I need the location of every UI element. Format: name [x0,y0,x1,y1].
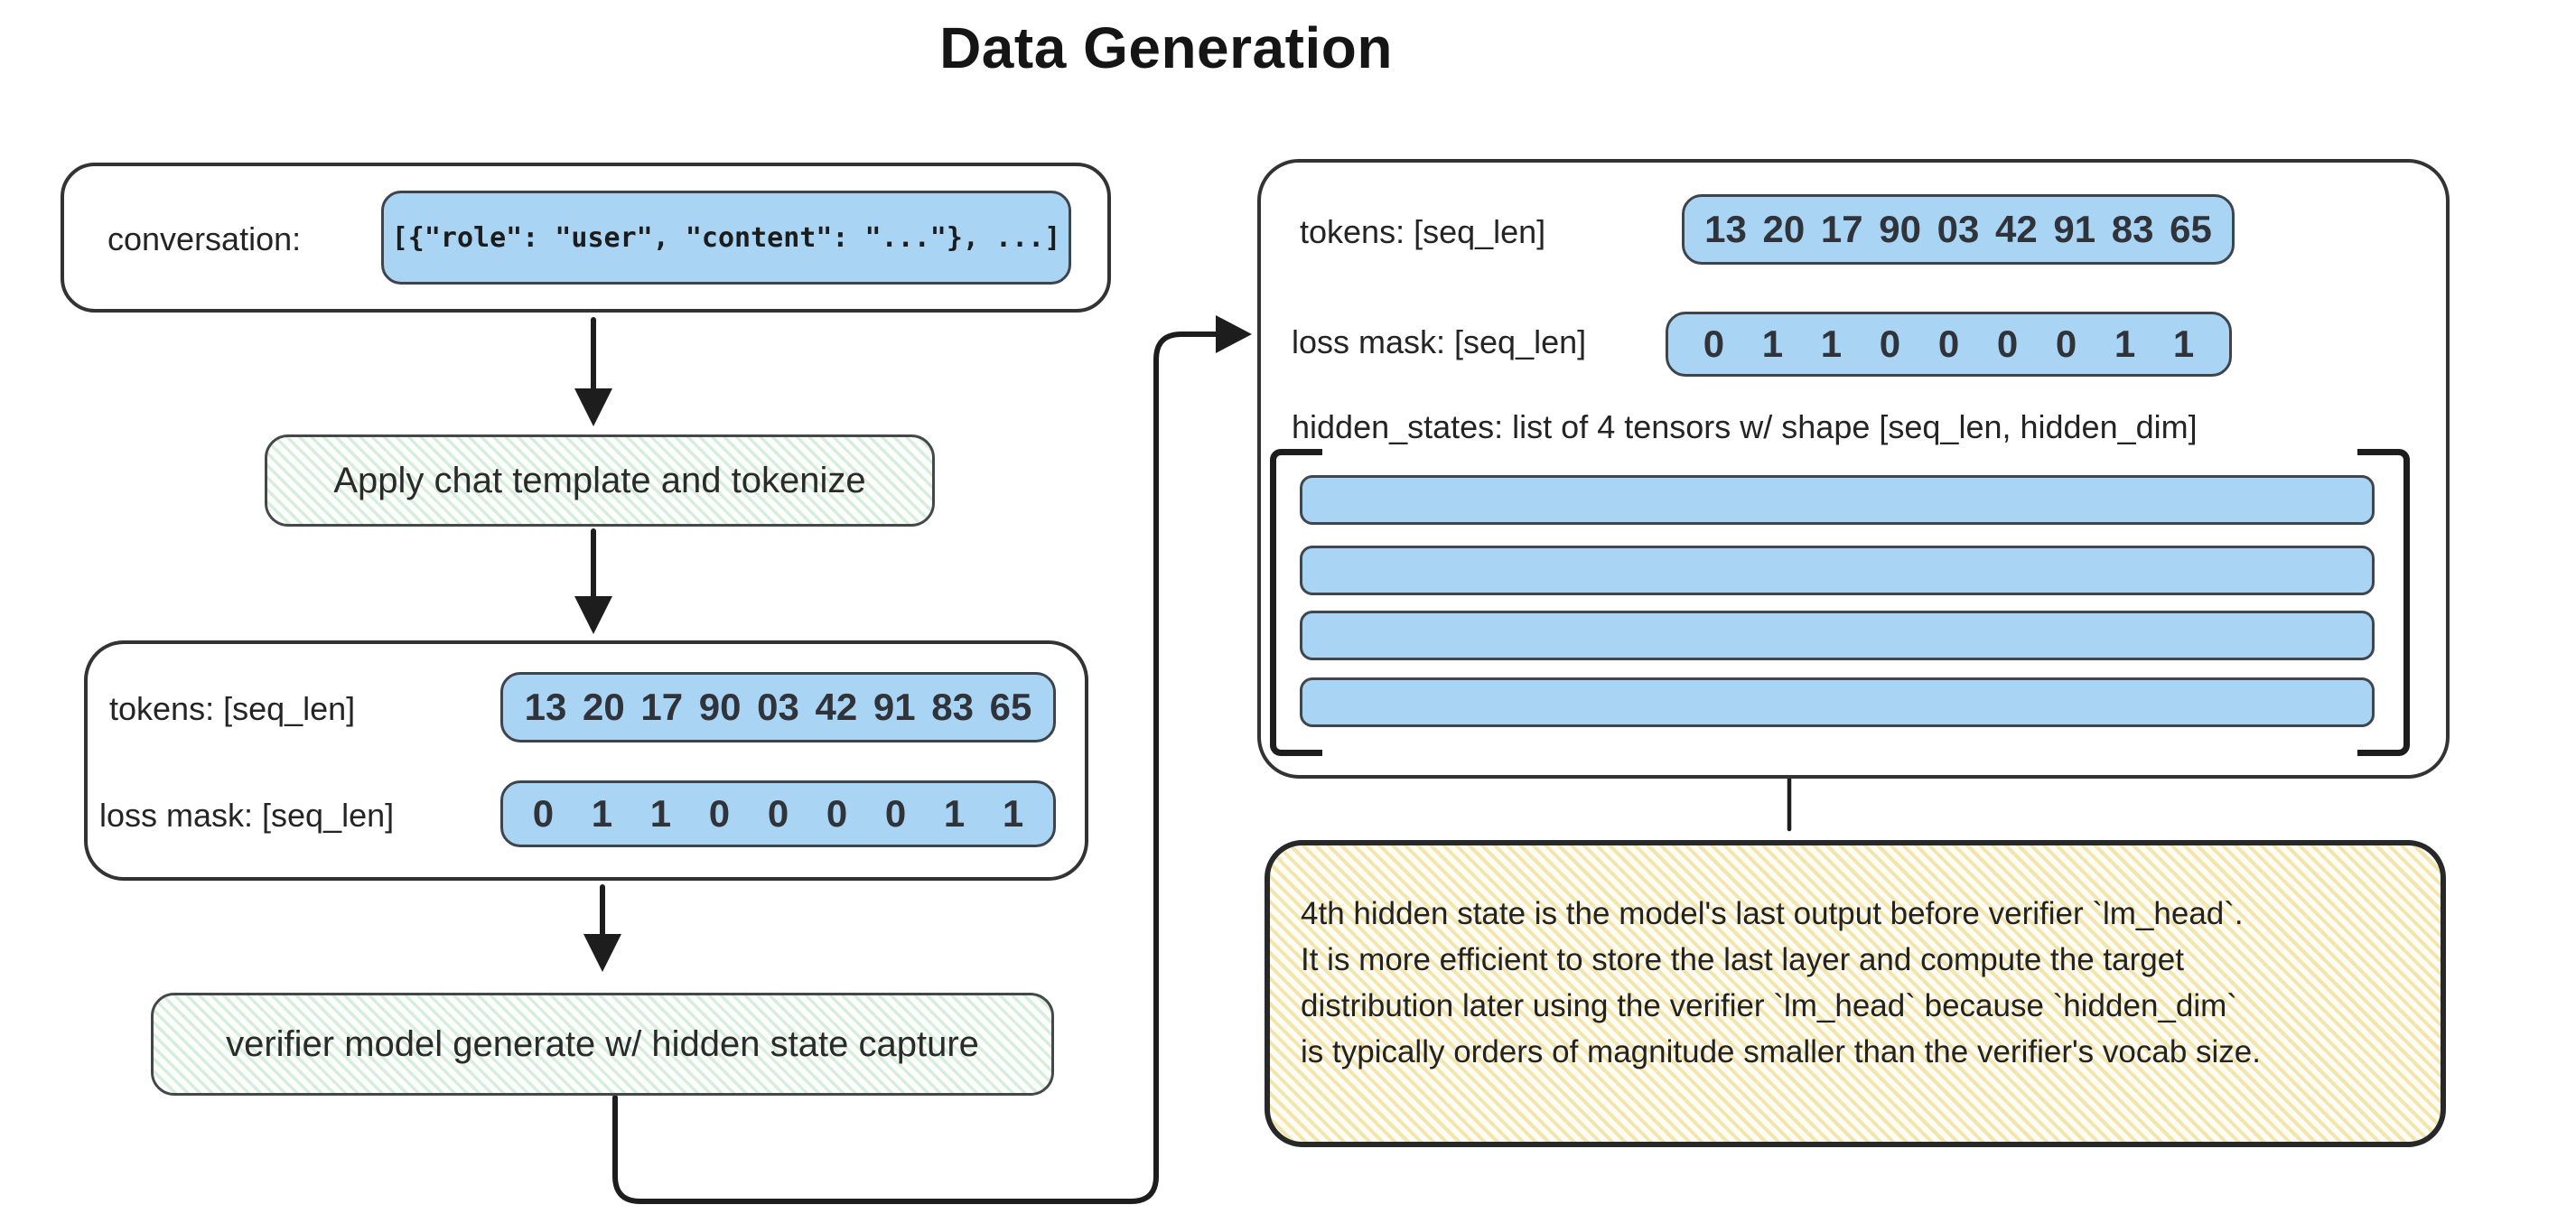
loss-mask-pill-left: 0 1 1 0 0 0 0 1 1 [500,780,1056,847]
tokens-values-left: 13 20 17 90 03 42 91 83 65 [524,686,1032,728]
note-line: 4th hidden state is the model's last out… [1301,896,2244,931]
left-bracket [1270,449,1322,756]
arrowhead-down-3 [583,934,621,972]
conversation-box: conversation: [{"role": "user", "content… [61,163,1111,313]
conversation-label: conversation: [107,220,302,257]
arrowhead-right [1216,315,1252,353]
note-line: is typically orders of magnitude smaller… [1301,1034,2261,1069]
tokens-label-right: tokens: [seq_len] [1300,213,1546,250]
hidden-states-label: hidden_states: list of 4 tensors w/ shap… [1292,408,2198,445]
note-box: 4th hidden state is the model's last out… [1265,840,2446,1147]
tokens-pill-right: 13 20 17 90 03 42 91 83 65 [1682,194,2235,265]
loss-mask-values-right: 0 1 1 0 0 0 0 1 1 [1703,322,2195,365]
step-generate-label: verifier model generate w/ hidden state … [226,1023,979,1064]
note-line: distribution later using the verifier `l… [1301,988,2237,1023]
right-bracket [2357,449,2410,756]
output-panel: tokens: [seq_len] 13 20 17 90 03 42 91 8… [1257,159,2450,779]
conversation-code-pill: [{"role": "user", "content": "..."}, ...… [381,191,1071,285]
step-tokenize-box: Apply chat template and tokenize [265,434,935,527]
loss-mask-label-right: loss mask: [seq_len] [1292,323,1587,360]
diagram-title: Data Generation [939,15,1393,80]
arrowhead-down-1 [574,388,612,426]
tokens-pill-left: 13 20 17 90 03 42 91 83 65 [500,672,1056,742]
conversation-code: [{"role": "user", "content": "..."}, ...… [391,221,1061,254]
hidden-state-bar-1 [1300,475,2375,525]
step-tokenize-label: Apply chat template and tokenize [333,460,866,500]
hidden-state-bar-4 [1300,677,2375,727]
arrowhead-down-2 [574,596,612,634]
hidden-state-bar-2 [1300,546,2375,595]
tokens-values-right: 13 20 17 90 03 42 91 83 65 [1704,208,2212,250]
step-generate-box: verifier model generate w/ hidden state … [151,993,1054,1096]
loss-mask-pill-right: 0 1 1 0 0 0 0 1 1 [1666,312,2232,377]
hidden-state-bar-3 [1300,611,2375,660]
tokens-box-left: tokens: [seq_len] 13 20 17 90 03 42 91 8… [84,640,1088,881]
loss-mask-values-left: 0 1 1 0 0 0 0 1 1 [532,792,1024,835]
note-line: It is more efficient to store the last l… [1301,942,2184,977]
tokens-label-left: tokens: [seq_len] [109,690,356,727]
loss-mask-label-left: loss mask: [seq_len] [99,797,395,834]
